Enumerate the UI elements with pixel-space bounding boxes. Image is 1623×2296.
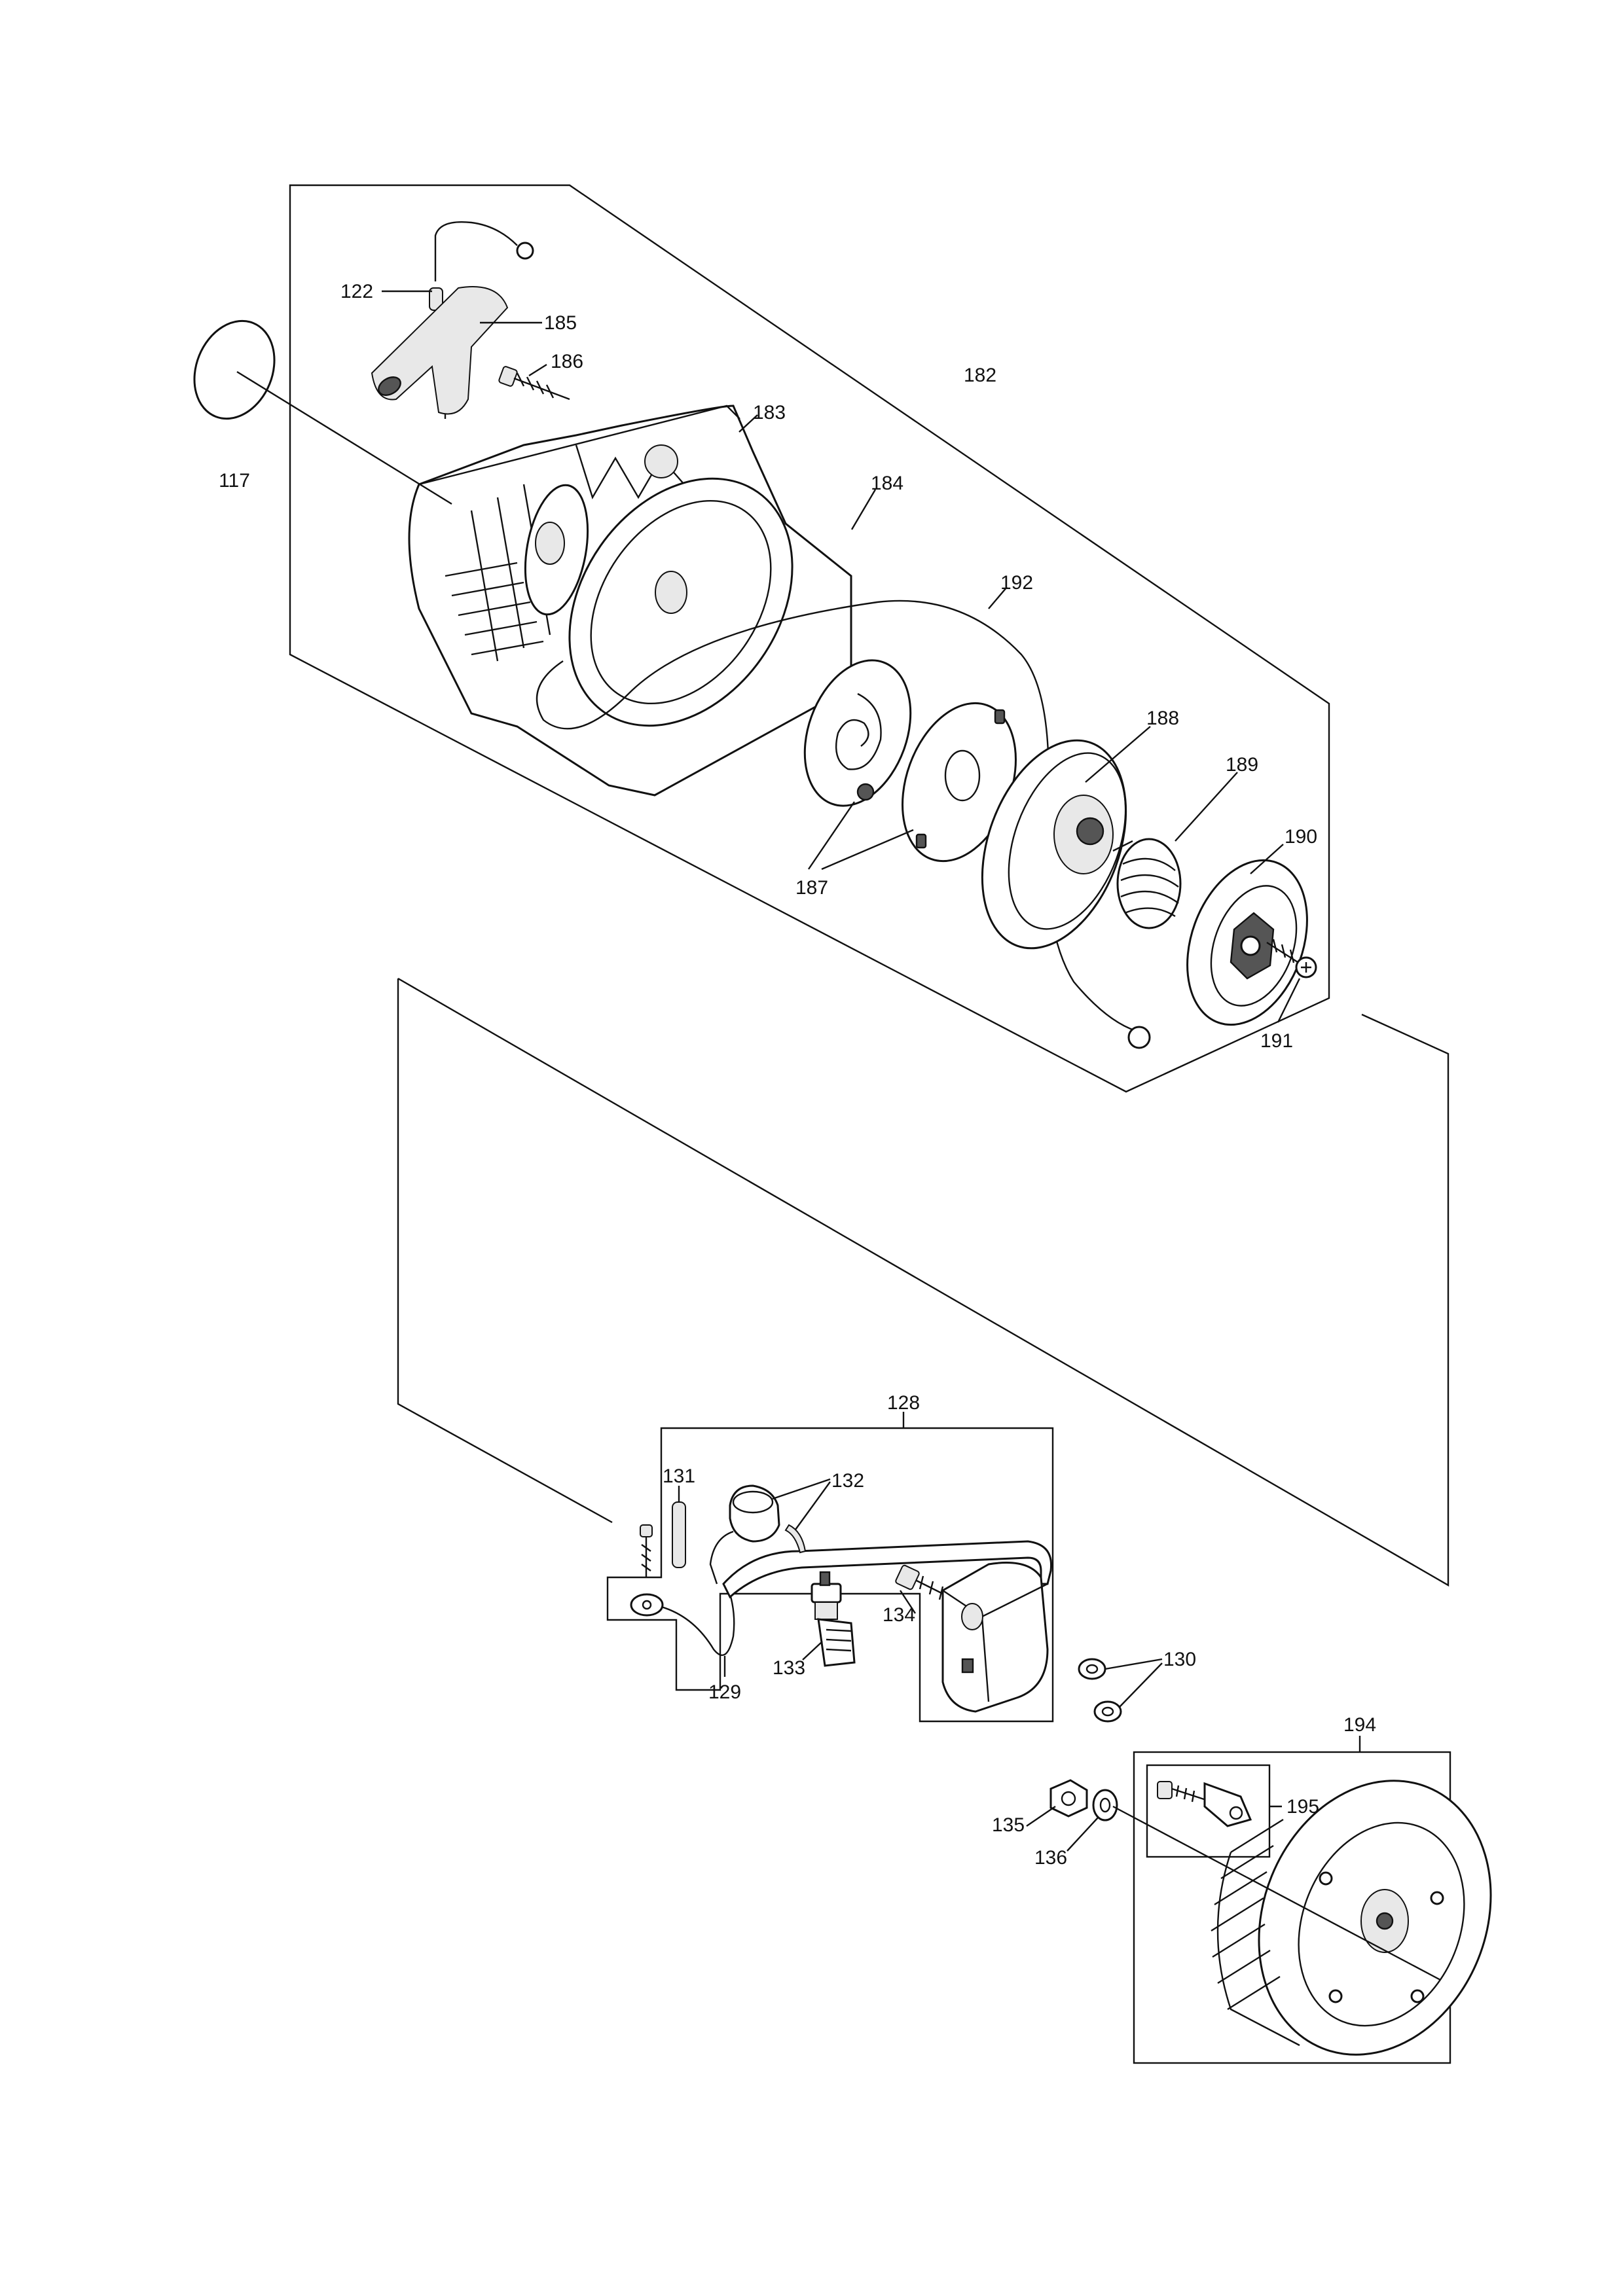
- part-191-screw: [1266, 939, 1317, 978]
- label-122: 122: [340, 281, 373, 302]
- part-187-spring-cassette: [803, 659, 912, 807]
- group-195-outline: [1146, 1764, 1271, 1858]
- part-131-grommet: [672, 1501, 686, 1568]
- part-129-ground-wire: [630, 1583, 735, 1657]
- leader-184: [850, 489, 877, 530]
- leader-187b: [821, 829, 914, 870]
- leader-188: [1085, 726, 1151, 783]
- label-134: 134: [883, 1604, 915, 1626]
- leader-132b: [795, 1481, 831, 1530]
- label-194: 194: [1343, 1714, 1376, 1736]
- label-132: 132: [831, 1470, 864, 1492]
- label-128: 128: [887, 1392, 920, 1414]
- label-188: 188: [1146, 708, 1179, 729]
- leader-135: [1026, 1806, 1056, 1827]
- label-129: 129: [708, 1681, 741, 1703]
- part-132-lead-end: [784, 1524, 807, 1554]
- label-195: 195: [1286, 1796, 1319, 1818]
- leader-132a: [772, 1478, 831, 1500]
- part-188-rope-pulley: [981, 739, 1127, 950]
- leader-183: [739, 414, 758, 433]
- part-128-ground-screw: [640, 1524, 653, 1577]
- part-122-hook: [516, 242, 534, 260]
- leader-190: [1250, 844, 1284, 874]
- label-190: 190: [1285, 826, 1317, 848]
- label-117: 117: [219, 470, 250, 492]
- leader-186: [528, 363, 547, 377]
- label-192: 192: [1000, 572, 1033, 594]
- part-189-coil-spring: [1112, 838, 1182, 929]
- label-189: 189: [1226, 754, 1258, 776]
- label-183: 183: [753, 402, 786, 423]
- label-133: 133: [773, 1657, 805, 1679]
- label-136: 136: [1034, 1847, 1067, 1869]
- part-192-hook: [1127, 1026, 1151, 1049]
- part-194-flywheel: [1211, 1780, 1492, 2056]
- group-182-outline: [289, 184, 1330, 1093]
- part-185-grip-hole: [378, 376, 401, 396]
- leader-130b: [1119, 1662, 1163, 1708]
- label-131: 131: [663, 1465, 695, 1487]
- label-182: 182: [964, 365, 996, 386]
- part-186-screw: [498, 366, 570, 401]
- part-128-ignition-coil: [941, 1562, 1049, 1713]
- leader-133: [802, 1641, 823, 1660]
- leader-117: [236, 370, 452, 505]
- leader-189: [1175, 772, 1238, 842]
- label-135: 135: [992, 1814, 1025, 1836]
- leader-134: [899, 1590, 917, 1614]
- label-130: 130: [1163, 1649, 1196, 1670]
- leader-191: [1277, 978, 1301, 1023]
- leader-187a: [808, 801, 855, 870]
- part-136-washer: [1092, 1789, 1118, 1821]
- connector-frame-left: [397, 977, 1450, 1587]
- label-191: 191: [1260, 1030, 1293, 1052]
- leader-192: [988, 586, 1008, 609]
- group-128-outline: [606, 1427, 1054, 1723]
- label-184: 184: [871, 473, 903, 494]
- leader-136-shaft: [1112, 1805, 1441, 1981]
- part-130-washer-a: [1078, 1658, 1106, 1680]
- part-130-washer-b: [1093, 1700, 1122, 1723]
- label-186: 186: [551, 351, 583, 372]
- part-195-pawl-assembly: [1157, 1781, 1252, 1827]
- part-192-rope-loop: [536, 600, 1137, 1032]
- part-133-spark-plug: [811, 1571, 856, 1667]
- label-187: 187: [795, 877, 828, 899]
- part-135-nut: [1049, 1779, 1088, 1818]
- part-132-plug-cap: [709, 1484, 780, 1585]
- part-190-ratchet: [1186, 859, 1308, 1026]
- part-117-gasket: [193, 319, 276, 420]
- leader-130a: [1104, 1658, 1163, 1670]
- part-132-ignition-lead: [722, 1540, 1053, 1599]
- part-185-handle: [371, 286, 509, 415]
- part-184-housing-ring: [568, 477, 793, 727]
- label-185: 185: [544, 312, 577, 334]
- leader-136: [1067, 1816, 1099, 1852]
